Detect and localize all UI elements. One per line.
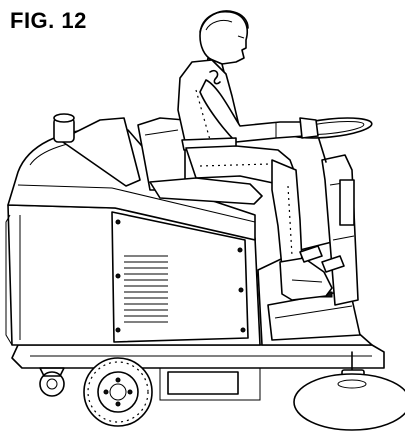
caster-wheel xyxy=(39,367,65,397)
foot-pedals xyxy=(299,245,345,273)
figure-label: FIG. 12 xyxy=(10,8,87,33)
side-vent-louvres xyxy=(124,255,168,323)
side-brush xyxy=(293,351,405,431)
operator-figure xyxy=(177,10,333,301)
operator-seat xyxy=(149,177,263,205)
rear-wheel xyxy=(83,357,153,427)
